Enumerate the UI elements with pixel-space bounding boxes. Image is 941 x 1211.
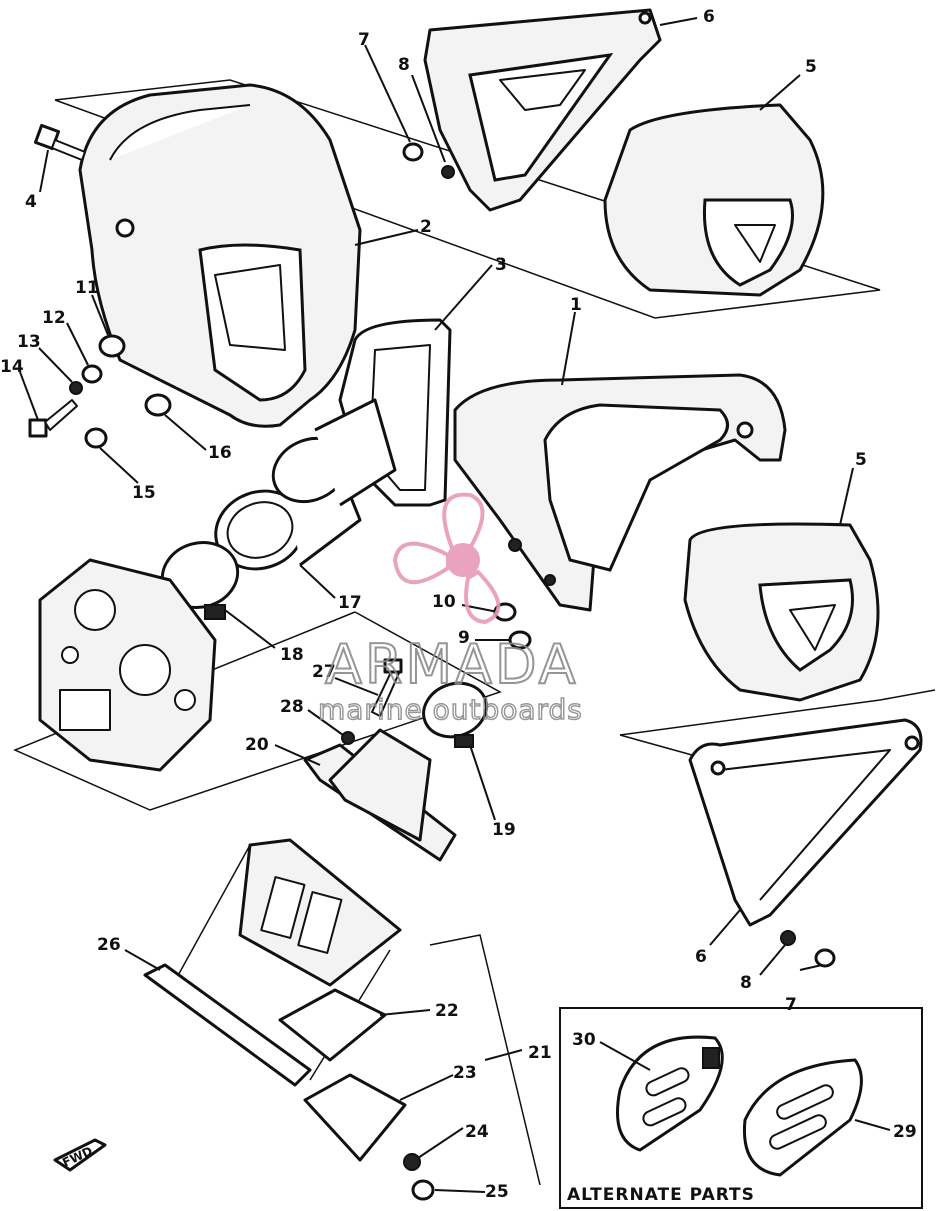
bolt-part-7-upper [402, 142, 424, 162]
callout-5-lower: 5 [855, 450, 867, 470]
callout-14: 14 [0, 357, 24, 377]
watermark-brand: ARMADA [325, 633, 579, 696]
callout-28: 28 [280, 697, 304, 717]
carburetor [38, 558, 217, 772]
watermark-tagline: marine outboards [318, 693, 583, 726]
alternate-parts-box: ALTERNATE PARTS [559, 1007, 923, 1209]
nut-part-15 [84, 427, 108, 449]
callout-10: 10 [432, 592, 456, 612]
hose-clamp-part-18 [160, 541, 240, 620]
callout-27: 27 [312, 662, 336, 682]
reed-valve-assembly [238, 838, 402, 987]
callout-12: 12 [42, 308, 66, 328]
callout-17: 17 [338, 593, 362, 613]
grommet-part-11 [98, 334, 126, 358]
bolt-part-25 [411, 1179, 435, 1201]
callout-8-lower: 8 [740, 973, 752, 993]
reed-stopper-part-23 [303, 1073, 407, 1162]
air-silencer-case-part-2 [78, 83, 362, 428]
fwd-direction-marker: FWD [53, 1138, 107, 1172]
washer-part-8-lower [780, 930, 796, 946]
intake-manifold-part-20 [303, 728, 457, 862]
silencer-body-part-1 [453, 373, 787, 612]
callout-20: 20 [245, 735, 269, 755]
callout-22: 22 [435, 1001, 459, 1021]
washer-part-28 [341, 731, 355, 745]
bolt-part-27 [371, 658, 403, 717]
callout-16: 16 [208, 443, 232, 463]
silencer-joint-tube [271, 398, 397, 507]
cover-plate-part-6-upper [423, 8, 662, 212]
callout-7-upper: 7 [358, 30, 370, 50]
armada-watermark: ARMADA marine outboards [317, 492, 583, 727]
callout-6-upper: 6 [703, 7, 715, 27]
callout-numbers: 1 2 3 4 5 5 6 6 7 7 8 8 9 10 11 12 13 14… [0, 7, 917, 1202]
callout-11: 11 [75, 278, 99, 298]
hose-clamp-part-19 [422, 681, 488, 748]
callout-23: 23 [453, 1063, 477, 1083]
callout-30: 30 [572, 1030, 596, 1050]
callout-15: 15 [132, 483, 156, 503]
bolt-part-14 [28, 399, 78, 438]
washer-part-13 [69, 381, 83, 395]
filter-element-part-5-upper [603, 103, 825, 297]
callout-18: 18 [280, 645, 304, 665]
filter-element-part-5-lower [683, 522, 880, 702]
callout-9: 9 [458, 628, 470, 648]
callout-7-lower: 7 [785, 995, 797, 1015]
callout-21: 21 [528, 1043, 552, 1063]
alternate-parts-title: ALTERNATE PARTS [567, 1185, 755, 1205]
callout-1: 1 [570, 295, 582, 315]
cover-plate-part-6-lower [688, 718, 923, 927]
callout-29: 29 [893, 1122, 917, 1142]
callout-25: 25 [485, 1182, 509, 1202]
reed-cover-part-29 [742, 1058, 863, 1177]
callout-6-lower: 6 [695, 947, 707, 967]
callout-5-upper: 5 [805, 57, 817, 77]
callout-leaders [19, 17, 891, 1193]
callout-2: 2 [420, 217, 432, 237]
bolt-part-4 [33, 123, 86, 161]
bolt-part-7-lower [814, 948, 836, 968]
callout-3: 3 [495, 255, 507, 275]
callout-26: 26 [97, 935, 121, 955]
callout-24: 24 [465, 1122, 489, 1142]
reed-cover-part-30 [616, 1035, 724, 1152]
callout-8-upper: 8 [398, 55, 410, 75]
callout-4: 4 [25, 192, 37, 212]
propeller-logo-icon [392, 492, 501, 625]
nut-part-24 [403, 1153, 421, 1171]
callout-19: 19 [492, 820, 516, 840]
reed-petal-part-22 [278, 988, 387, 1062]
collar-part-12 [81, 364, 103, 384]
grommet-part-16 [144, 393, 172, 417]
callout-13: 13 [17, 332, 41, 352]
washer-part-8-upper [441, 165, 455, 179]
